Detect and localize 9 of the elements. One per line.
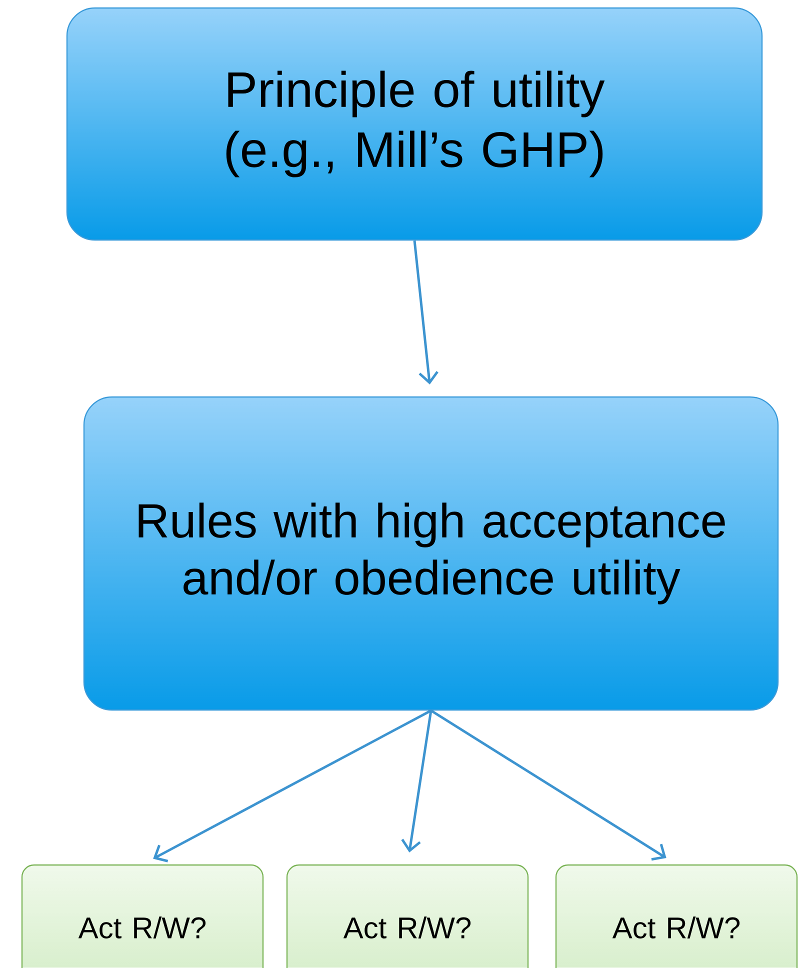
result-box: Act R/W? [21,864,264,968]
result-box: Act R/W? [555,864,798,968]
process-box: Principle of utility (e.g., Mill’s GHP) [66,7,763,241]
arrow [413,240,438,384]
result-box: Act R/W? [286,864,529,968]
process-box: Rules with high acceptance and/or obedience utility [83,396,779,711]
arrow [401,710,432,853]
arrow [153,710,432,862]
arrow [430,710,666,861]
